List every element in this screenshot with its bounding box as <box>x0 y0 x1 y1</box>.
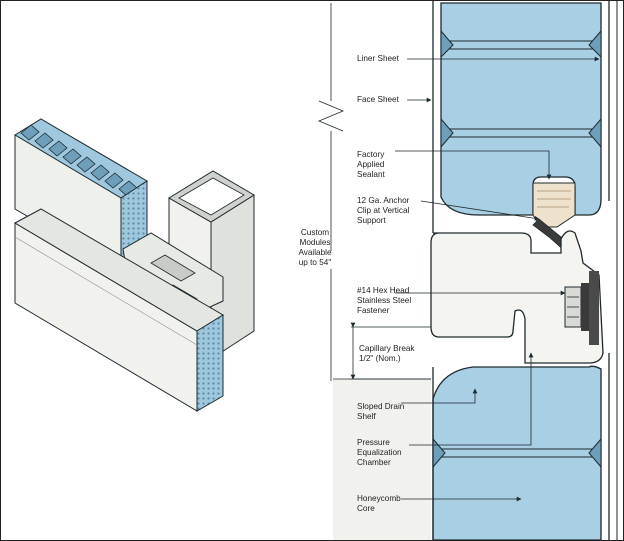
label-clip-1: 12 Ga. Anchor <box>357 196 410 205</box>
tube-opening <box>178 177 245 216</box>
leaders <box>395 56 600 502</box>
label-fastener-2: Stainless Steel <box>357 296 411 305</box>
callout-labels: Liner Sheet Face Sheet Factory Applied S… <box>298 54 415 513</box>
label-sealant-2: Applied <box>357 160 385 169</box>
label-modules-4: up to 54" <box>299 258 332 267</box>
label-drain-2: Shelf <box>357 412 376 421</box>
label-chamber-3: Chamber <box>357 458 391 467</box>
lower-core <box>432 365 602 540</box>
label-honeycomb-1: Honeycomb <box>357 494 401 503</box>
label-sealant-1: Factory <box>357 150 385 159</box>
sealant-texture <box>537 190 571 208</box>
isometric-view <box>13 118 255 412</box>
label-capillary-1: Capillary Break <box>359 344 415 353</box>
section-view: Liner Sheet Face Sheet Factory Applied S… <box>298 1 623 540</box>
module-dimension <box>317 3 345 381</box>
label-modules-2: Modules <box>300 238 331 247</box>
lower-face-region <box>333 379 431 540</box>
label-modules-3: Available <box>298 248 332 257</box>
label-fastener-1: #14 Hex Head <box>357 286 410 295</box>
clip-slot <box>150 254 196 282</box>
label-chamber-2: Equalization <box>357 448 402 457</box>
honeycomb-cells <box>20 124 138 197</box>
capillary-dimension <box>350 322 431 380</box>
label-face-sheet: Face Sheet <box>357 95 400 104</box>
label-clip-2: Clip at Vertical <box>357 206 410 215</box>
label-drain-1: Sloped Drain <box>357 402 405 411</box>
label-chamber-1: Pressure <box>357 438 390 447</box>
label-capillary-2: 1/2" (Nom.) <box>359 354 401 363</box>
label-clip-3: Support <box>357 216 386 225</box>
lower-panel-edge <box>196 314 224 412</box>
upper-core-bands <box>440 29 602 149</box>
fastener <box>564 271 599 345</box>
label-modules-1: Custom <box>301 228 329 237</box>
label-honeycomb-2: Core <box>357 504 375 513</box>
label-sealant-3: Sealant <box>357 170 385 179</box>
panel-reveal-line <box>14 236 198 346</box>
upper-core <box>440 2 602 216</box>
lower-core-bands <box>432 437 602 469</box>
label-fastener-3: Fastener <box>357 306 390 315</box>
sealant <box>532 182 576 228</box>
label-liner-sheet: Liner Sheet <box>357 54 400 63</box>
face-sheet-hook <box>430 230 604 364</box>
